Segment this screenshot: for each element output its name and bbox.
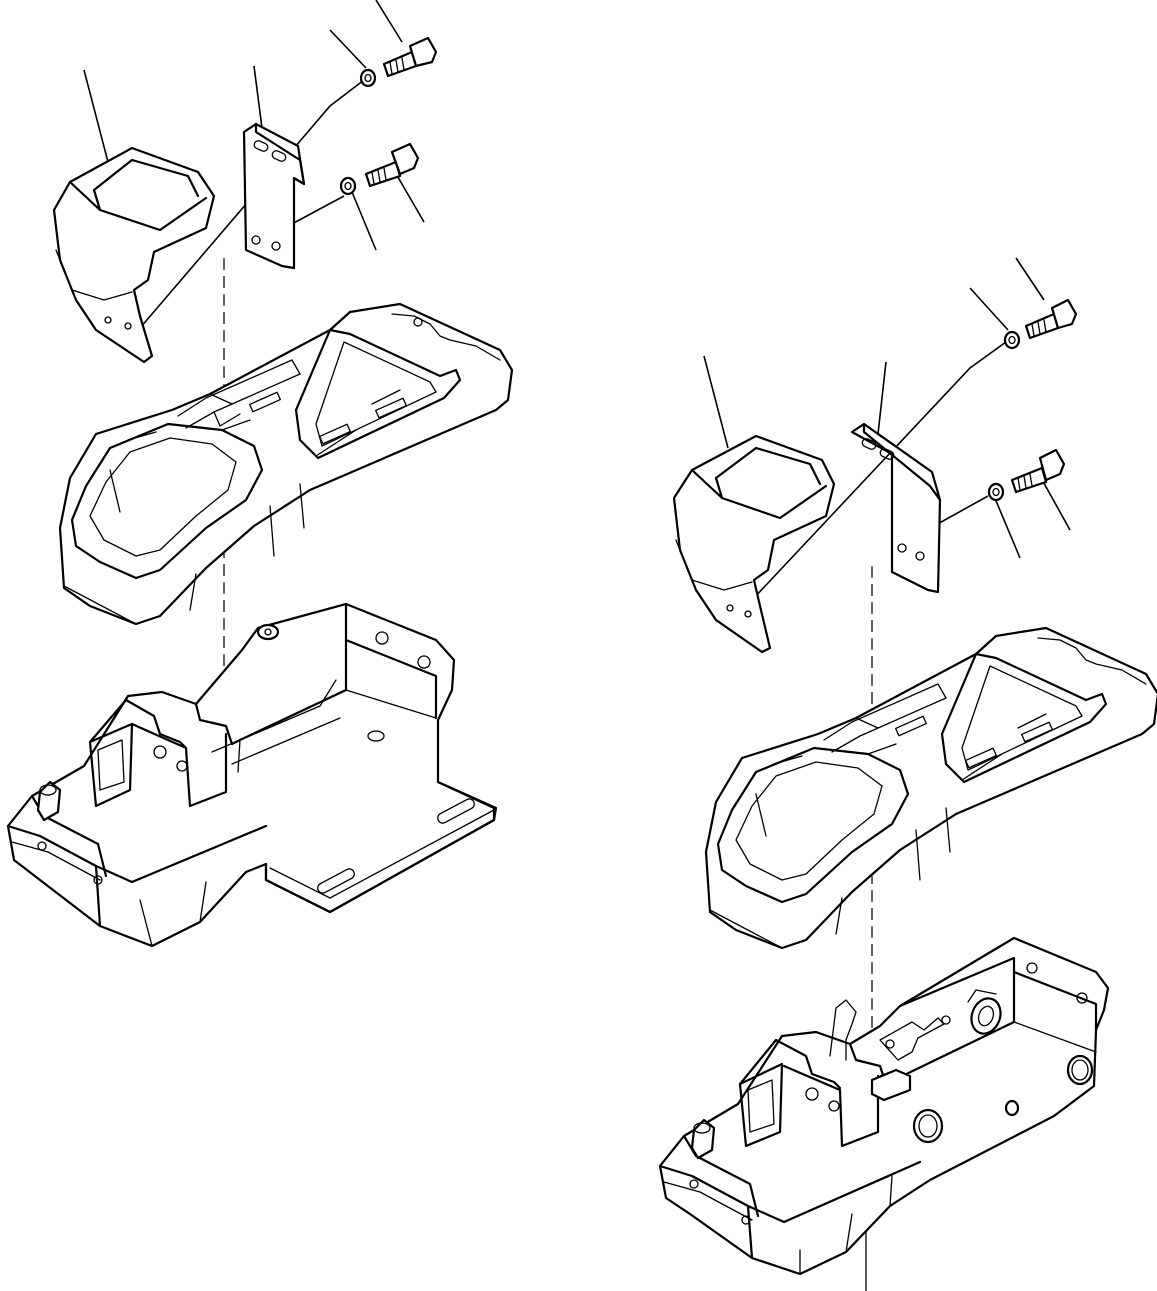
left-console-base: [6, 602, 498, 948]
left-assembly: [6, 0, 514, 948]
right-leader-lines: [703, 257, 1071, 601]
right-fasteners: [987, 298, 1078, 502]
left-cover-cap: [52, 146, 216, 364]
left-fasteners: [339, 36, 438, 196]
left-leader-lines: [83, 0, 425, 329]
left-mounting-bracket: [242, 122, 306, 270]
right-console-top-cover: [704, 626, 1157, 950]
right-mounting-bracket: [850, 422, 942, 594]
right-console-base: [658, 936, 1110, 1276]
right-assembly: [658, 257, 1157, 1291]
right-cover-cap: [672, 434, 836, 654]
left-console-top-cover: [58, 302, 514, 626]
